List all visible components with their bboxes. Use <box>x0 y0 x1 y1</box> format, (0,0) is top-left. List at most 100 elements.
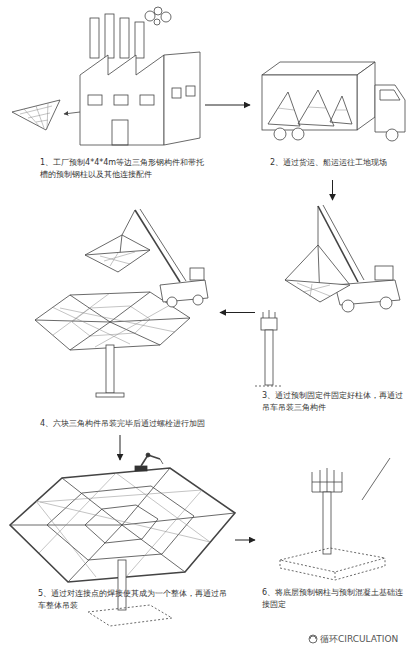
step-caption: 6、将底层预制钢柱与预制混凝土基础连接固定 <box>262 587 405 611</box>
step-panel: 5、通过对连接点的焊接使其成为一个整体，再通过吊车整体吊装 <box>10 460 235 625</box>
canopy-drawing <box>110 318 190 322</box>
factory-drawing <box>80 55 164 145</box>
canopy-drawing <box>62 478 122 525</box>
decor-line <box>362 458 390 500</box>
crane-drawing <box>104 252 135 261</box>
factory-drawing <box>114 95 128 105</box>
canopy-drawing <box>95 305 170 347</box>
triangle-element <box>36 106 44 128</box>
robot-arm-icon <box>135 453 163 471</box>
step-caption: 3、通过预制固定件固定好柱体，再通过吊车吊装三角构件 <box>262 390 407 414</box>
triangle-element <box>12 100 60 130</box>
triangle-element <box>12 100 60 130</box>
truck-drawing <box>268 92 300 126</box>
crane-drawing <box>122 235 150 250</box>
canopy-drawing <box>39 473 116 553</box>
truck-drawing <box>278 108 294 110</box>
watermark-icon <box>309 635 317 643</box>
column-foundation <box>280 558 385 580</box>
canopy-drawing <box>53 293 110 335</box>
truck-drawing <box>292 128 304 140</box>
crane-drawing <box>85 250 150 272</box>
factory-drawing <box>90 18 99 58</box>
steel-column <box>265 330 273 385</box>
robot-arm-icon <box>146 453 150 457</box>
robot-arm-icon <box>135 466 147 471</box>
factory-drawing <box>145 11 155 21</box>
step-panel: 4、六块三角构件吊装完毕后通过螺栓进行加固 <box>20 200 220 435</box>
triangle-element <box>303 285 330 292</box>
steel-column <box>255 386 283 387</box>
canopy-drawing <box>40 490 202 502</box>
factory-drawing <box>135 22 144 58</box>
canopy-drawing <box>68 525 122 582</box>
column-foundation <box>280 548 385 572</box>
column-foundation <box>323 492 331 554</box>
triangle-element <box>36 120 48 122</box>
canopy-drawing <box>85 505 158 543</box>
canopy-drawing <box>122 468 170 525</box>
canopy-drawing <box>118 560 126 610</box>
canopy-drawing <box>35 320 110 322</box>
canopy-drawing <box>126 490 202 577</box>
factory-drawing <box>140 95 154 105</box>
steel-column <box>269 310 270 318</box>
truck-drawing <box>357 62 375 130</box>
truck-drawing <box>386 129 398 141</box>
factory-drawing <box>112 120 128 145</box>
factory-drawing <box>164 52 200 145</box>
factory-drawing <box>161 12 171 22</box>
steel-column <box>275 312 276 318</box>
column-foundation <box>280 468 385 580</box>
canopy-drawing <box>110 322 160 345</box>
column-foundation <box>327 468 328 492</box>
canopy-drawing <box>36 501 210 542</box>
triangle-element <box>47 103 48 129</box>
canopy-drawing <box>36 501 96 577</box>
truck-drawing <box>308 107 326 108</box>
triangle-element <box>297 283 330 296</box>
crane-drawing <box>342 300 354 312</box>
crane-drawing <box>110 253 118 266</box>
canopy-drawing <box>60 308 175 332</box>
step-caption: 2、通过货运、船运运往工地现场 <box>270 157 405 169</box>
canopy-drawing <box>35 292 190 397</box>
flow-arrow <box>220 312 255 313</box>
crane-drawing <box>100 256 130 264</box>
truck-drawing <box>274 128 286 140</box>
truck-drawing <box>298 90 334 126</box>
crane-drawing <box>85 209 208 307</box>
decor-line <box>362 458 390 500</box>
factory-drawing <box>154 19 160 25</box>
triangle-element <box>285 280 350 302</box>
truck-drawing <box>330 96 352 124</box>
crane-drawing <box>285 245 318 280</box>
triangle-element <box>285 280 350 302</box>
steel-column <box>255 310 283 386</box>
canopy-drawing <box>88 605 172 626</box>
watermark-icon <box>309 635 317 643</box>
canopy-drawing <box>110 292 150 322</box>
crane-drawing <box>380 297 392 309</box>
factory-drawing <box>64 112 80 114</box>
factory-drawing <box>154 7 162 15</box>
crane-drawing <box>318 206 319 245</box>
crane-drawing <box>167 297 177 307</box>
truck-drawing <box>262 62 375 75</box>
steel-column <box>261 318 277 330</box>
column-foundation <box>334 470 335 492</box>
step-panel: 6、将底层预制钢柱与预制混凝土基础连接固定 <box>255 460 405 620</box>
flow-arrow <box>205 105 250 106</box>
factory-drawing <box>120 18 129 58</box>
column-foundation <box>335 572 336 580</box>
triangle-element <box>310 284 312 297</box>
factory-drawing <box>172 88 181 98</box>
flow-arrow <box>120 435 121 460</box>
canopy-drawing <box>96 393 124 397</box>
step-panel: 3、通过预制固定件固定好柱体，再通过吊车吊装三角构件 <box>255 200 410 425</box>
flow-arrow <box>332 180 333 200</box>
step-caption: 4、六块三角构件吊装完毕后通过螺栓进行加固 <box>40 418 220 430</box>
crane-drawing <box>85 235 122 255</box>
watermark: 循环CIRCULATION <box>320 633 398 646</box>
